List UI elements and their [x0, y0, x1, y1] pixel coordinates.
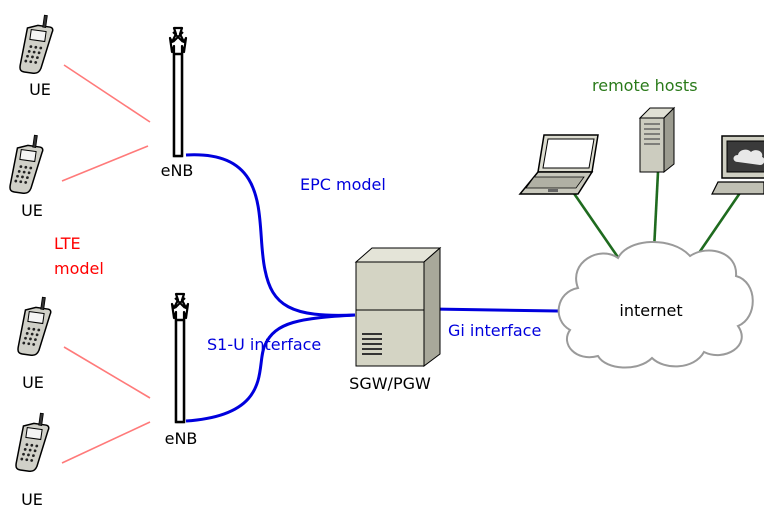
radio-link-ue2 — [61, 145, 149, 182]
enb-antenna-icon — [170, 292, 190, 424]
enb-label: eNB — [164, 429, 198, 448]
s1u-link-top — [185, 153, 356, 317]
laptop-icon — [518, 134, 599, 195]
enb-label: eNB — [160, 161, 194, 180]
computer-icon — [711, 135, 764, 195]
server-tower-icon — [354, 246, 442, 367]
enb-antenna-icon — [168, 26, 188, 158]
s1u-link-bottom — [185, 313, 356, 423]
ue-label: UE — [29, 80, 51, 99]
internet-label: internet — [619, 301, 683, 320]
lte-model-label-line1: LTE — [54, 234, 81, 253]
sgw-pgw-label: SGW/PGW — [349, 374, 431, 393]
mobile-phone-icon — [14, 410, 52, 474]
mobile-phone-icon — [18, 12, 56, 76]
lte-model-label-line2: model — [54, 259, 104, 278]
s1u-interface-label: S1-U interface — [207, 335, 322, 354]
link-server — [652, 171, 660, 251]
server-icon — [638, 106, 676, 174]
mobile-phone-icon — [8, 132, 46, 196]
ue-label: UE — [22, 373, 44, 392]
radio-link-ue1 — [63, 64, 151, 123]
link-laptop — [571, 191, 626, 267]
remote-hosts-label: remote hosts — [592, 76, 698, 95]
ue-label: UE — [21, 490, 43, 509]
radio-links — [61, 64, 151, 464]
cloud-icon — [557, 241, 754, 369]
ue-label: UE — [21, 201, 43, 220]
epc-links — [185, 153, 559, 423]
epc-model-label: EPC model — [300, 175, 386, 194]
gi-interface-label: Gi interface — [448, 321, 542, 340]
mobile-phone-icon — [16, 294, 54, 358]
radio-link-ue4 — [61, 421, 151, 464]
radio-link-ue3 — [63, 346, 151, 399]
gi-link — [431, 307, 559, 313]
